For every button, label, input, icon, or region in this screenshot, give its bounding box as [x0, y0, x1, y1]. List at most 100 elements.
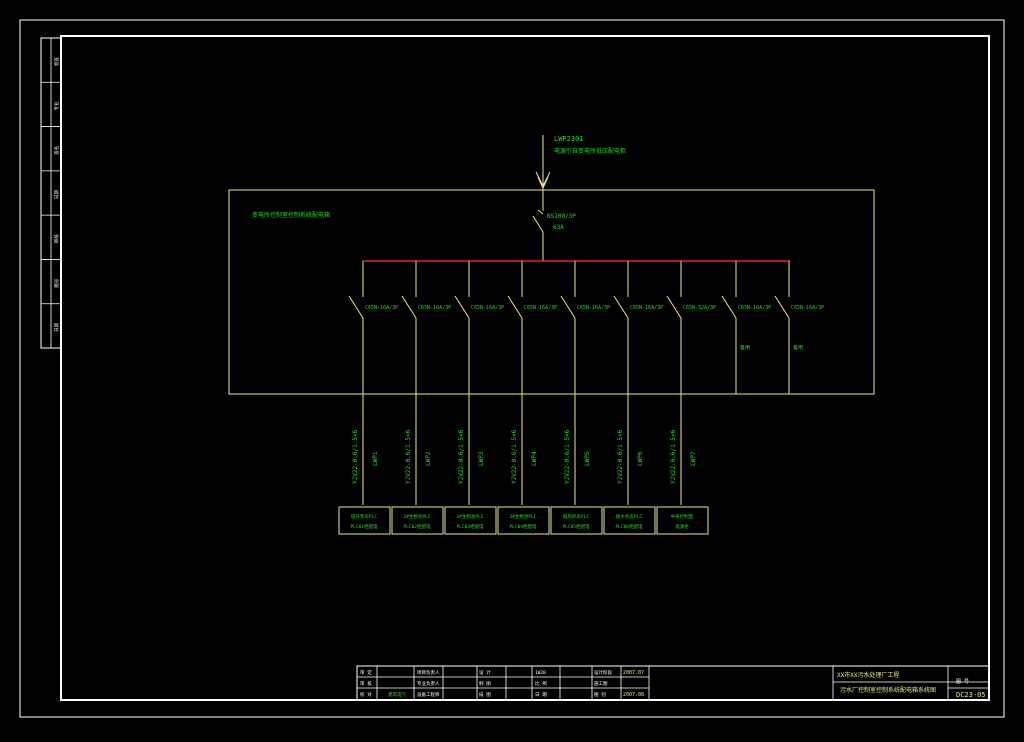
drawing-title: 污水厂控制室控制系统配电箱系统图 [840, 686, 936, 694]
title-block-cell: 设备工程师 [417, 691, 440, 698]
feeder-cable: YJV22-0.6/1 5×6 [405, 429, 412, 484]
load-box [550, 506, 603, 535]
breaker-label: C65N-32A/3P [683, 305, 716, 311]
feeder-cable: YJV22-0.6/1 5×6 [617, 429, 624, 484]
feeder: YJV22-0.6/1 5×6 LWP3 2#生物池PLC PLC03柜配电 [444, 429, 497, 535]
main-breaker: NS100/3P 63A [532, 190, 576, 261]
load-line2: PLC06柜配电 [615, 523, 643, 530]
load-line1: 1#生物池PLC [403, 513, 430, 520]
feeder-id: LWP6 [637, 451, 644, 466]
load-line2: PLC04柜配电 [509, 523, 537, 530]
drawing-number-label: 图 号 [956, 679, 969, 685]
branch-breaker: C65N-16A/3P [507, 261, 557, 505]
load-line1: 3#生物池PLC [509, 513, 536, 520]
branch-breaker: C65N-32A/3P [666, 261, 716, 505]
project-name: XX市XX污水处理厂工程 [837, 671, 899, 679]
breaker-label: C65N-16A/3P [791, 305, 824, 311]
title-block-cell: 项目负责人 [417, 669, 440, 676]
breaker-label: C65N-16A/3P [738, 305, 771, 311]
load-line1: 鼓风机房PLC [563, 513, 589, 520]
branch-breaker: C65N-16A/3P [348, 261, 398, 505]
load-line1: 提升泵房PLC [351, 513, 377, 520]
title-block-cell: 制 图 [479, 680, 491, 687]
branch-breaker: C65N-16A/3P [560, 261, 610, 505]
strip-label: 日期 [54, 322, 60, 331]
feeder: YJV22-0.6/1 5×6 LWP4 3#生物池PLC PLC04柜配电 [497, 429, 550, 535]
load-line2: PLC02柜配电 [403, 523, 431, 530]
load-box [656, 506, 709, 535]
feeder: YJV22-0.6/1 5×6 LWP6 脱水机房PLC PLC06柜配电 [603, 429, 656, 535]
distribution-panel [228, 189, 875, 395]
breaker-label: C65N-16A/3P [418, 305, 451, 311]
strip-label: 审核 [53, 234, 60, 243]
feeder-cable: YJV22-0.6/1 5×6 [511, 429, 518, 484]
feeder-id: LWP2 [425, 451, 432, 466]
load-box [603, 506, 656, 535]
title-block-cell: 比 例 [535, 680, 547, 687]
branch-breaker: C65N-16A/3P [613, 261, 663, 505]
strip-label: 日期 [54, 190, 60, 199]
title-block-cell: 校 对 [360, 691, 372, 698]
breaker-label: C65N-16A/3P [630, 305, 663, 311]
title-block-cell: 描 图 [479, 691, 491, 698]
feeder-cable: YJV22-0.6/1 5×6 [564, 429, 571, 484]
title-block-cell: 设 计 [479, 669, 491, 676]
feeder-id: LWP4 [531, 451, 538, 466]
feeder-id: LWP5 [584, 451, 591, 466]
load-line1: 中央控制室 [671, 513, 694, 520]
load-line2: 电源柜 [675, 523, 689, 530]
stamp-label: 图 别 [594, 691, 606, 698]
branch-breaker: C65N-16A/3P [401, 261, 451, 505]
feeder-id: LWP7 [690, 451, 697, 466]
strip-label: 专业 [53, 101, 60, 110]
title-block-cell: 专业负责人 [417, 680, 440, 687]
spare-label: 备用 [793, 344, 803, 351]
inner-frame [60, 35, 990, 701]
load-line1: 2#生物池PLC [456, 513, 483, 520]
strip-label: 签名 [53, 146, 60, 155]
branch-breaker: C65N-16A/3P [454, 261, 504, 505]
panel-title: 变电所控制室控制系统配电箱 [252, 211, 330, 219]
drawing-number: DC23-05 [956, 691, 986, 699]
feeder-cable: YJV22-0.6/1 5×6 [458, 429, 465, 484]
stamp-value: 2007.07 [623, 670, 644, 676]
load-line1: 脱水机房PLC [616, 513, 642, 520]
incoming-cable-id: LWP2301 [554, 135, 584, 143]
breaker-label: C65N-16A/3P [577, 305, 610, 311]
branch-breaker: C65N-16A/3P 备用 [721, 261, 771, 394]
load-box [338, 506, 391, 535]
title-block-cell: 1020 [535, 670, 546, 676]
incoming-feed: LWP2301 电源引自变电所低压配电柜 [535, 135, 626, 190]
load-box [497, 506, 550, 535]
spare-label: 备用 [740, 344, 750, 351]
designer-name: 建筑电气 [388, 691, 406, 698]
branch-breaker: C65N-16A/3P 备用 [774, 261, 824, 394]
breaker-label: C65N-16A/3P [524, 305, 557, 311]
main-breaker-label: NS100/3P [547, 213, 576, 220]
outer-frame [19, 19, 1005, 718]
strip-label: 会签 [53, 57, 60, 66]
stamp-value: 2007.08 [623, 692, 644, 698]
breaker-label: C65N-16A/3P [365, 305, 398, 311]
main-breaker-rating: 63A [553, 224, 564, 231]
feeder: YJV22-0.6/1 5×6 LWP2 1#生物池PLC PLC02柜配电 [391, 429, 444, 535]
feeder-id: LWP3 [478, 451, 485, 466]
load-line2: PLC05柜配电 [562, 523, 590, 530]
load-box [391, 506, 444, 535]
load-line2: PLC01柜配电 [350, 523, 378, 530]
feeder-id: LWP1 [372, 451, 379, 466]
feeder-cable: YJV22-0.6/1 5×6 [670, 429, 677, 484]
load-line2: PLC03柜配电 [456, 523, 484, 530]
feeder: YJV22-0.6/1 5×6 LWP5 鼓风机房PLC PLC05柜配电 [550, 429, 603, 535]
incoming-source-note: 电源引自变电所低压配电柜 [554, 147, 626, 155]
title-block-cell: 日 期 [535, 692, 547, 698]
load-box [444, 506, 497, 535]
stamp-label: 设计阶段 [594, 669, 612, 676]
title-block-cell: 审 核 [360, 680, 372, 687]
breaker-label: C65N-16A/3P [471, 305, 504, 311]
